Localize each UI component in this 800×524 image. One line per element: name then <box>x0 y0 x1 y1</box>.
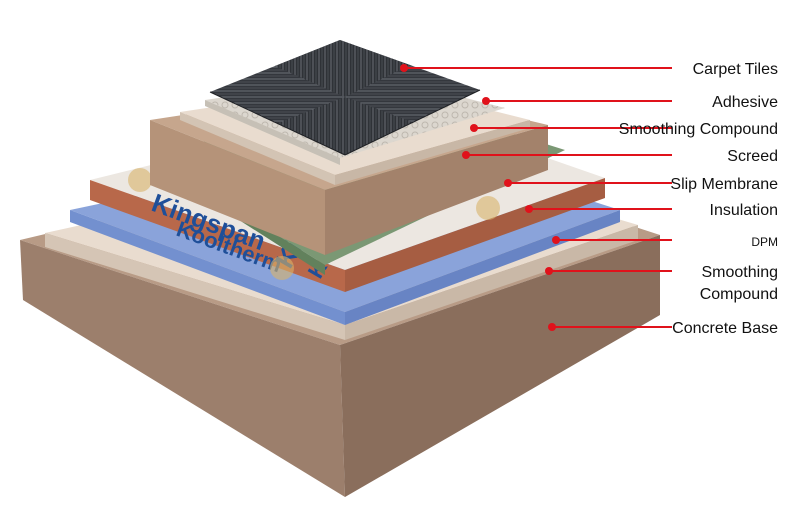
dpm-label: DPM <box>751 235 778 249</box>
kingspan-logo-icon <box>128 168 152 192</box>
screed-marker-dot <box>462 151 470 159</box>
carpet-tiles-marker-dot <box>400 64 408 72</box>
smoothing-compound-label: Smoothing Compound <box>619 121 778 138</box>
adhesive-label: Adhesive <box>712 94 778 111</box>
kingspan-logo-icon-2 <box>270 256 294 280</box>
slip-membrane-marker-dot <box>504 179 512 187</box>
dpm-marker-dot <box>552 236 560 244</box>
adhesive-marker-dot <box>482 97 490 105</box>
slip-membrane-label: Slip Membrane <box>670 176 778 193</box>
smoothing-compound-marker-dot <box>545 267 553 275</box>
smoothing-compound-marker-dot <box>470 124 478 132</box>
concrete-base-label: Concrete Base <box>672 320 778 337</box>
kingspan-logo-icon-3 <box>476 196 500 220</box>
carpet-tiles-label: Carpet Tiles <box>693 61 778 78</box>
screed-label: Screed <box>727 148 778 165</box>
insulation-label: Insulation <box>710 202 779 219</box>
insulation-marker-dot <box>525 205 533 213</box>
concrete-base-marker-dot <box>548 323 556 331</box>
